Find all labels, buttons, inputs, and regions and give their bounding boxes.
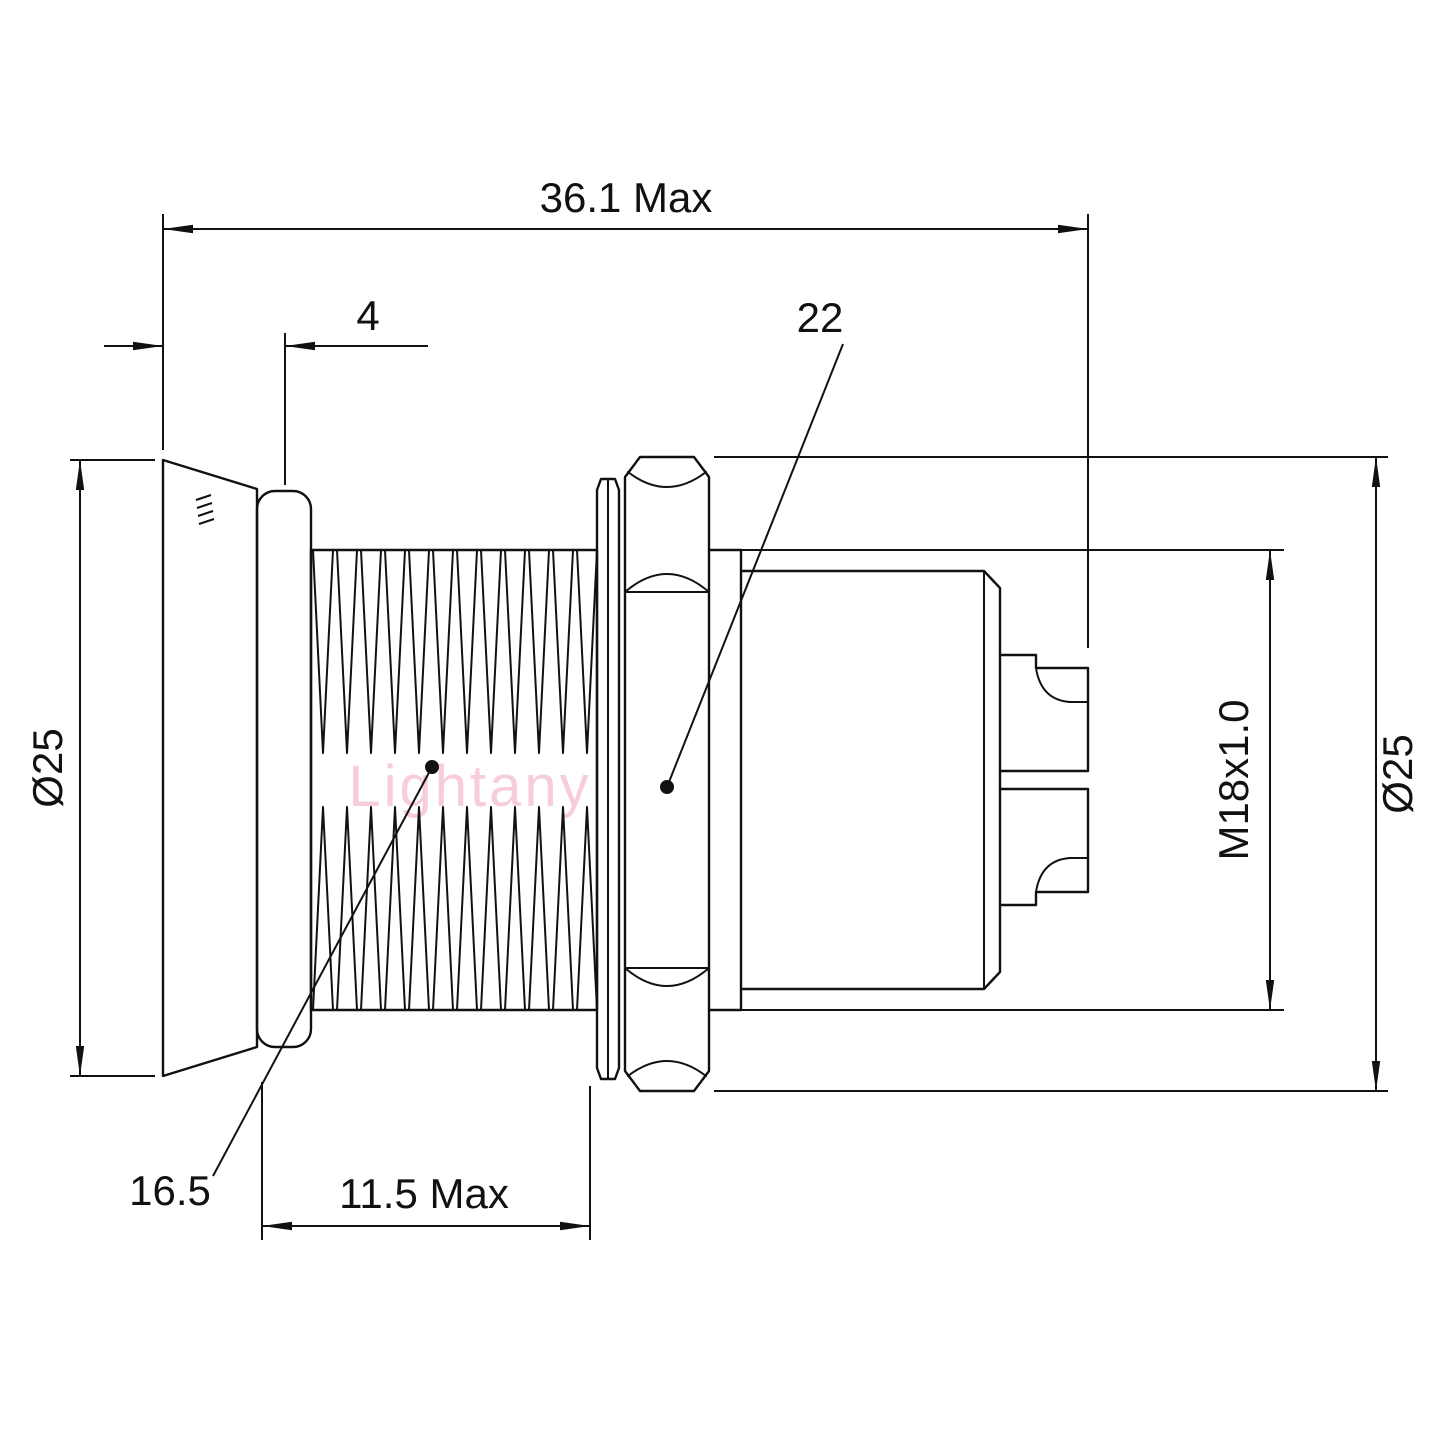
washer — [595, 477, 621, 1081]
callout-mount-ref: 16.5 — [129, 760, 439, 1214]
dim-thread-spec-text: M18x1.0 — [1210, 699, 1257, 860]
dim-flange-thickness-text: 4 — [356, 292, 379, 339]
callout-nut-width: 22 — [660, 294, 844, 794]
flange — [161, 458, 259, 1078]
dim-overall-length: 36.1 Max — [162, 174, 1089, 648]
seal-collar — [255, 489, 313, 1049]
top-pin — [998, 653, 1090, 773]
connector-part — [161, 455, 1090, 1093]
dim-body-diameter: Ø25 — [714, 456, 1421, 1092]
watermark-text: Lightany — [348, 754, 591, 819]
hex-nut — [623, 455, 711, 1093]
dim-overall-length-text: 36.1 Max — [540, 174, 713, 221]
callout-mount-ref-text: 16.5 — [129, 1167, 211, 1214]
dim-thread-length-text: 11.5 Max — [339, 1170, 509, 1217]
dim-flange-thickness: 4 — [104, 292, 428, 485]
connector-body — [707, 548, 1002, 1012]
callout-nut-width-text: 22 — [797, 294, 844, 341]
dim-body-diameter-text: Ø25 — [1374, 734, 1421, 813]
contact-pins — [998, 653, 1090, 907]
dim-flange-diameter: Ø25 — [24, 459, 155, 1077]
dim-thread-spec: M18x1.0 — [714, 549, 1284, 1011]
bottom-pin — [998, 787, 1090, 907]
dim-thread-length: 11.5 Max — [261, 1082, 591, 1240]
flange-marking-icon — [195, 494, 215, 525]
thread-section — [309, 548, 599, 1012]
dim-flange-diameter-text: Ø25 — [24, 728, 71, 807]
